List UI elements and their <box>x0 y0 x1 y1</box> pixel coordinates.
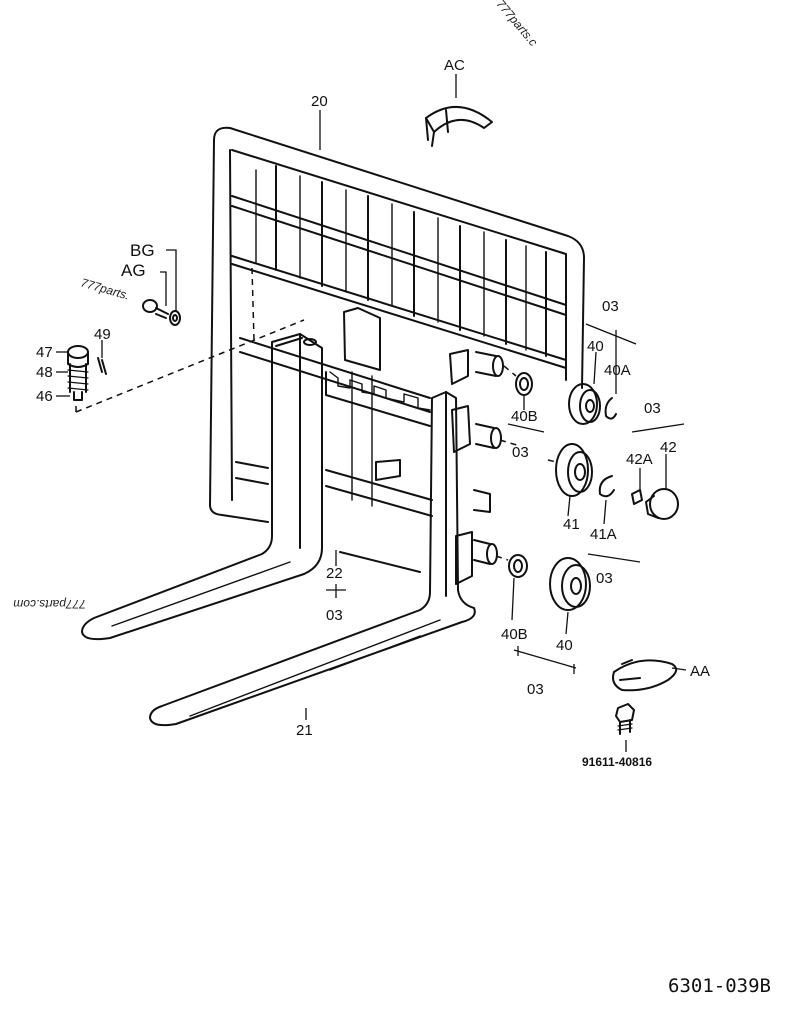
label-03-e: 03 <box>326 607 343 624</box>
roller-shafts <box>473 351 504 565</box>
label-40-a: 40 <box>587 338 604 355</box>
label-42a: 42A <box>626 451 653 468</box>
label-03-d: 03 <box>596 570 613 587</box>
hex-bolt-91611-40816 <box>615 703 635 735</box>
label-48: 48 <box>36 364 53 381</box>
snap-ring-41a <box>598 475 615 498</box>
label-40b-b: 40B <box>501 626 528 643</box>
label-20: 20 <box>311 93 328 110</box>
washer-40b-top <box>515 372 533 396</box>
label-ac: AC <box>444 57 465 74</box>
fork-22-part <box>81 333 323 641</box>
label-47: 47 <box>36 344 53 361</box>
part-42a <box>631 489 643 505</box>
label-03-a: 03 <box>602 298 619 315</box>
label-03-b: 03 <box>512 444 529 461</box>
dashed-leader-lines <box>75 267 557 561</box>
label-aa: AA <box>690 663 710 680</box>
label-40a-a: 40A <box>604 362 631 379</box>
part-ac <box>425 105 493 147</box>
label-bg: BG <box>130 241 155 260</box>
roller-42 <box>645 488 679 520</box>
label-41: 41 <box>563 516 580 533</box>
snap-ring-40a <box>604 397 617 420</box>
watermark-top: 777parts.c <box>494 0 541 49</box>
label-42: 42 <box>660 439 677 456</box>
roller-41 <box>555 443 593 497</box>
part-code-label: 91611-40816 <box>582 755 652 769</box>
stop-pin-assembly <box>67 345 89 401</box>
label-03-f: 03 <box>527 681 544 698</box>
fork-carriage-part <box>239 307 491 585</box>
label-21: 21 <box>296 722 313 739</box>
label-40b-a: 40B <box>511 408 538 425</box>
washer-40b-bottom <box>508 554 528 578</box>
watermark-side: 777parts.com <box>13 597 86 611</box>
part-aa <box>612 659 678 692</box>
roller-40-bottom <box>549 557 591 611</box>
fork-21-part <box>149 391 476 727</box>
drawing-number: 6301-039B <box>668 975 771 997</box>
label-46: 46 <box>36 388 53 405</box>
roller-40-top <box>568 383 601 425</box>
label-22: 22 <box>326 565 343 582</box>
solid-leader-lines <box>56 74 687 752</box>
label-ag: AG <box>121 261 146 280</box>
washer-bg <box>169 310 181 326</box>
bolt-ag <box>142 299 169 319</box>
label-40-b: 40 <box>556 637 573 654</box>
pin-49 <box>97 357 107 375</box>
label-49: 49 <box>94 326 111 343</box>
label-03-c: 03 <box>644 400 661 417</box>
label-41a: 41A <box>590 526 617 543</box>
load-backrest-part <box>209 126 585 523</box>
